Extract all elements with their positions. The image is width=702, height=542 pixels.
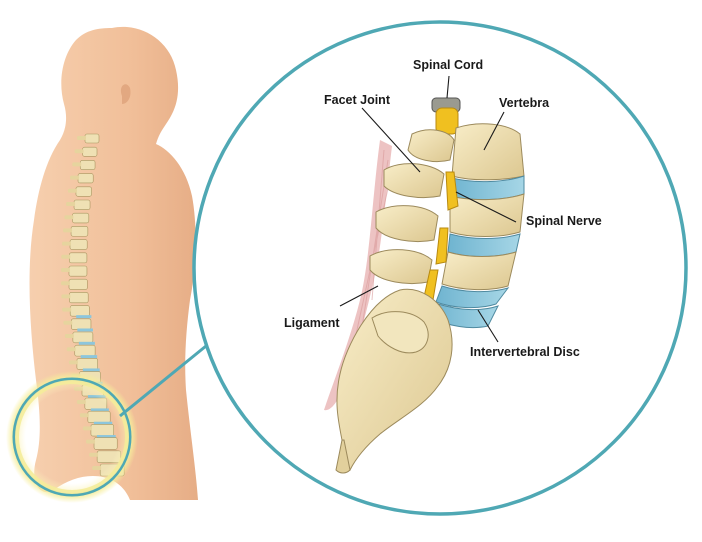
ligament-shape <box>324 140 392 411</box>
vertebra-body-1 <box>451 123 525 181</box>
intervertebral-disc-leader <box>477 309 499 343</box>
spine-vertebra <box>68 252 88 264</box>
spine-vertebra <box>75 186 92 197</box>
coccyx <box>335 439 351 474</box>
spine-vertebra <box>73 199 91 210</box>
spinous-process-1 <box>407 129 455 163</box>
spine-vertebra <box>72 331 94 344</box>
spine-process <box>62 241 72 246</box>
spine-process <box>72 162 82 167</box>
spine-disc <box>76 315 92 319</box>
lumbar-detail <box>324 97 525 474</box>
zoom-connector-line <box>119 344 207 418</box>
spine-process <box>74 149 84 154</box>
spine-disc <box>78 341 95 345</box>
spine-process <box>60 268 70 272</box>
label-spinal-nerve: Spinal Nerve <box>526 214 602 228</box>
spine-process <box>60 281 70 286</box>
spinous-process-2 <box>383 163 445 199</box>
spine-process <box>70 175 80 180</box>
spine-process <box>68 360 78 365</box>
spine-process <box>66 202 76 206</box>
spine-vertebra <box>77 173 94 184</box>
spine-vertebra <box>69 305 90 317</box>
lumbar-highlight-ring <box>12 377 132 497</box>
spine-vertebra <box>74 344 96 357</box>
spinal-nerve-leader <box>455 191 517 223</box>
spine-vertebra <box>71 318 92 330</box>
vertebra-body-3 <box>441 251 517 291</box>
spine-disc <box>80 355 98 359</box>
label-vertebra: Vertebra <box>499 96 550 110</box>
spinal-cord-leader <box>446 75 450 99</box>
spine-vertebra <box>70 226 89 237</box>
lumbar-highlight-halo <box>15 380 129 494</box>
zoom-circle <box>192 20 688 516</box>
spine-process <box>63 228 73 233</box>
spine-process <box>61 254 71 259</box>
label-ligament: Ligament <box>284 316 340 330</box>
spine-vertebra <box>76 358 98 370</box>
spine-process <box>61 294 71 299</box>
spine-vertebra <box>68 278 88 290</box>
spine-process <box>64 215 74 220</box>
vertebra-leader <box>483 111 505 151</box>
spinal-cord <box>435 107 459 135</box>
spinal-nerve-2 <box>435 227 449 265</box>
spine-vertebra <box>69 292 89 304</box>
vertebra-body-2 <box>449 193 525 237</box>
spine-process <box>67 188 77 193</box>
spinal-nerve-1 <box>445 171 459 211</box>
facet-joint-leader <box>361 107 421 173</box>
spine-vertebra <box>68 265 88 277</box>
ligament-leader <box>339 285 379 307</box>
spine-process <box>77 136 86 140</box>
spinous-process-3 <box>375 205 439 242</box>
pelvic-wing <box>371 311 429 354</box>
intervertebral-disc-3 <box>435 285 510 309</box>
label-intervertebral-disc: Intervertebral Disc <box>470 345 580 359</box>
spine-disc <box>77 328 93 332</box>
leader-lines <box>339 75 517 343</box>
spine-process <box>62 307 72 312</box>
spine-vertebra <box>82 146 98 157</box>
spine-process <box>66 347 76 352</box>
spine-vertebra <box>72 212 90 224</box>
lumbar-highlight-glow <box>6 371 138 503</box>
spine-vertebra <box>84 133 100 144</box>
spine-process <box>64 334 74 338</box>
spine-process <box>63 320 73 325</box>
ear <box>120 84 131 104</box>
spine-vertebra <box>69 239 88 250</box>
spine-disc <box>82 368 100 372</box>
label-spinal-cord: Spinal Cord <box>413 58 484 72</box>
spine-vertebra <box>79 160 96 170</box>
label-facet-joint: Facet Joint <box>324 93 390 107</box>
